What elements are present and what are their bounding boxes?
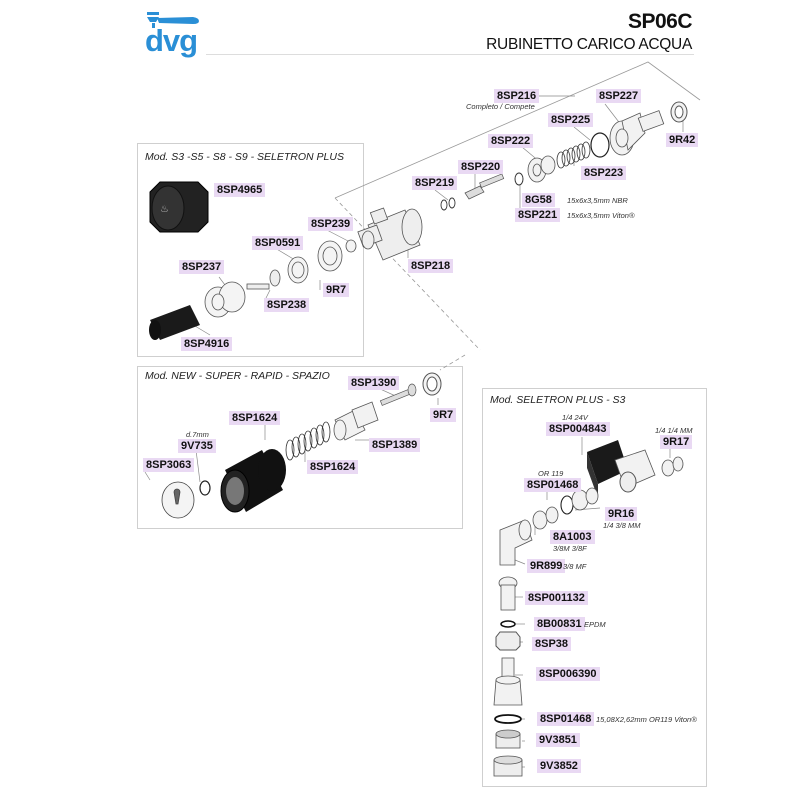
part-label[interactable]: 9R7 bbox=[323, 283, 350, 297]
aerator-part bbox=[495, 729, 521, 749]
part-label[interactable]: 8SP1389 bbox=[369, 438, 421, 452]
part-label[interactable]: 8SP3063 bbox=[143, 458, 195, 472]
part-note: 1/4 1/4 MM bbox=[655, 426, 693, 435]
o-ring-s3 bbox=[560, 495, 574, 515]
stem-part bbox=[464, 173, 505, 200]
fitting-9r17 bbox=[661, 456, 684, 477]
part-label[interactable]: 8A1003 bbox=[550, 530, 595, 544]
part-label[interactable]: 9R42 bbox=[666, 133, 699, 147]
part-note: OR 119 bbox=[538, 469, 564, 478]
part-note: 3/8 MF bbox=[563, 562, 587, 571]
solenoid-valve-part bbox=[587, 440, 656, 498]
part-label[interactable]: 8SP238 bbox=[264, 298, 310, 312]
hose-fitting-part bbox=[609, 110, 665, 156]
part-note: 3/8M 3/8F bbox=[553, 544, 587, 553]
spring-part-2 bbox=[285, 421, 331, 461]
elbow-part bbox=[499, 519, 533, 566]
part-label[interactable]: 8SP219 bbox=[412, 176, 458, 190]
part-note: 1/4 24V bbox=[562, 413, 588, 422]
pin-part bbox=[246, 269, 281, 290]
ring-part bbox=[670, 101, 688, 123]
panel-seletron-title: Mod. S3 -S5 - S8 - S9 - SELETRON PLUS bbox=[145, 151, 344, 163]
part-label[interactable]: 8SP216 bbox=[494, 89, 540, 103]
logo-text: dvg bbox=[145, 23, 198, 58]
panel-seletron-s3 bbox=[482, 388, 707, 787]
panel-seletron-s3-title: Mod. SELETRON PLUS - S3 bbox=[490, 394, 626, 406]
nut-part bbox=[204, 281, 246, 318]
part-label[interactable]: 8SP0591 bbox=[252, 236, 304, 250]
circlip-part bbox=[199, 480, 211, 496]
shaft-part bbox=[379, 383, 417, 406]
adapter-part bbox=[493, 657, 523, 706]
faucet-logo-icon bbox=[147, 12, 199, 28]
panel-new-title: Mod. NEW - SUPER - RAPID - SPAZIO bbox=[145, 370, 330, 382]
sleeve-part bbox=[149, 305, 200, 340]
cap-part bbox=[220, 449, 286, 513]
part-note: EPDM bbox=[584, 620, 606, 629]
part-label[interactable]: 8SP38 bbox=[532, 637, 572, 651]
o-ring-viton bbox=[494, 714, 522, 724]
main-assembly-outline bbox=[334, 61, 701, 371]
collet-part bbox=[161, 481, 195, 519]
nut-parts bbox=[287, 239, 357, 284]
part-label[interactable]: 8SP218 bbox=[408, 259, 454, 273]
part-note: Completo / Compete bbox=[466, 102, 535, 111]
part-label[interactable]: 8SP01468 bbox=[537, 712, 595, 726]
fitting-8a1003 bbox=[532, 506, 559, 530]
part-label[interactable]: 8SP222 bbox=[488, 134, 534, 148]
part-label[interactable]: 8SP4916 bbox=[181, 337, 233, 351]
page-code: SP06C bbox=[627, 10, 693, 33]
part-label[interactable]: 8SP223 bbox=[581, 166, 627, 180]
part-label[interactable]: 8SP227 bbox=[596, 89, 642, 103]
part-note: d.7mm bbox=[186, 430, 209, 439]
part-label[interactable]: 8SP237 bbox=[179, 260, 225, 274]
spring-part bbox=[556, 141, 591, 169]
part-label[interactable]: 8SP006390 bbox=[536, 667, 600, 681]
part-note: 15x6x3,5mm NBR bbox=[567, 196, 628, 205]
part-label[interactable]: 8SP225 bbox=[548, 113, 594, 127]
part-label[interactable]: 8SP01468 bbox=[524, 478, 582, 492]
header-divider bbox=[206, 54, 694, 55]
knob-part: ♨ bbox=[149, 181, 209, 233]
svg-text:♨: ♨ bbox=[160, 204, 169, 215]
valve-body-part bbox=[357, 207, 423, 261]
fitting-9r16 bbox=[571, 487, 599, 511]
part-label[interactable]: 8SP1624 bbox=[229, 411, 281, 425]
panel-new bbox=[137, 366, 463, 529]
washer-part bbox=[514, 172, 524, 186]
part-label[interactable]: 8SP220 bbox=[458, 160, 504, 174]
hex-body-part bbox=[333, 401, 379, 441]
hex-nut-part bbox=[495, 631, 521, 651]
o-ring-parts bbox=[440, 197, 456, 211]
part-label[interactable]: 8G58 bbox=[522, 193, 555, 207]
part-label[interactable]: 8SP1390 bbox=[348, 376, 400, 390]
part-label[interactable]: 9R16 bbox=[605, 507, 638, 521]
part-label[interactable]: 8B00831 bbox=[534, 617, 585, 631]
panel-seletron bbox=[137, 143, 364, 357]
part-label[interactable]: 8SP001132 bbox=[525, 591, 588, 605]
part-note: 15,08X2,62mm OR119 Viton® bbox=[596, 715, 697, 724]
aerator-housing-part bbox=[493, 755, 523, 777]
part-label[interactable]: 9R17 bbox=[660, 435, 693, 449]
gasket-part bbox=[500, 620, 516, 628]
part-label[interactable]: 9R7 bbox=[430, 408, 457, 422]
part-label[interactable]: 9V3852 bbox=[537, 759, 581, 773]
nozzle-part bbox=[498, 576, 518, 611]
part-label[interactable]: 8SP004843 bbox=[546, 422, 610, 436]
nut-part-2 bbox=[422, 372, 442, 396]
leader-lines bbox=[144, 95, 684, 768]
part-note: 1/4 3/8 MM bbox=[603, 521, 641, 530]
o-ring-part bbox=[590, 132, 610, 158]
part-label[interactable]: 8SP221 bbox=[515, 208, 561, 222]
part-label[interactable]: 9V3851 bbox=[536, 733, 580, 747]
dvg-logo: dvg bbox=[143, 10, 205, 60]
part-label[interactable]: 8SP4965 bbox=[214, 183, 266, 197]
part-note: 15x6x3,5mm Viton® bbox=[567, 211, 635, 220]
page-title: RUBINETTO CARICO ACQUA bbox=[486, 36, 692, 53]
part-label[interactable]: 9V735 bbox=[178, 439, 216, 453]
part-label[interactable]: 8SP239 bbox=[308, 217, 354, 231]
cup-part bbox=[527, 155, 556, 183]
part-label[interactable]: 8SP1624 bbox=[307, 460, 359, 474]
part-label[interactable]: 9R899 bbox=[527, 559, 566, 573]
